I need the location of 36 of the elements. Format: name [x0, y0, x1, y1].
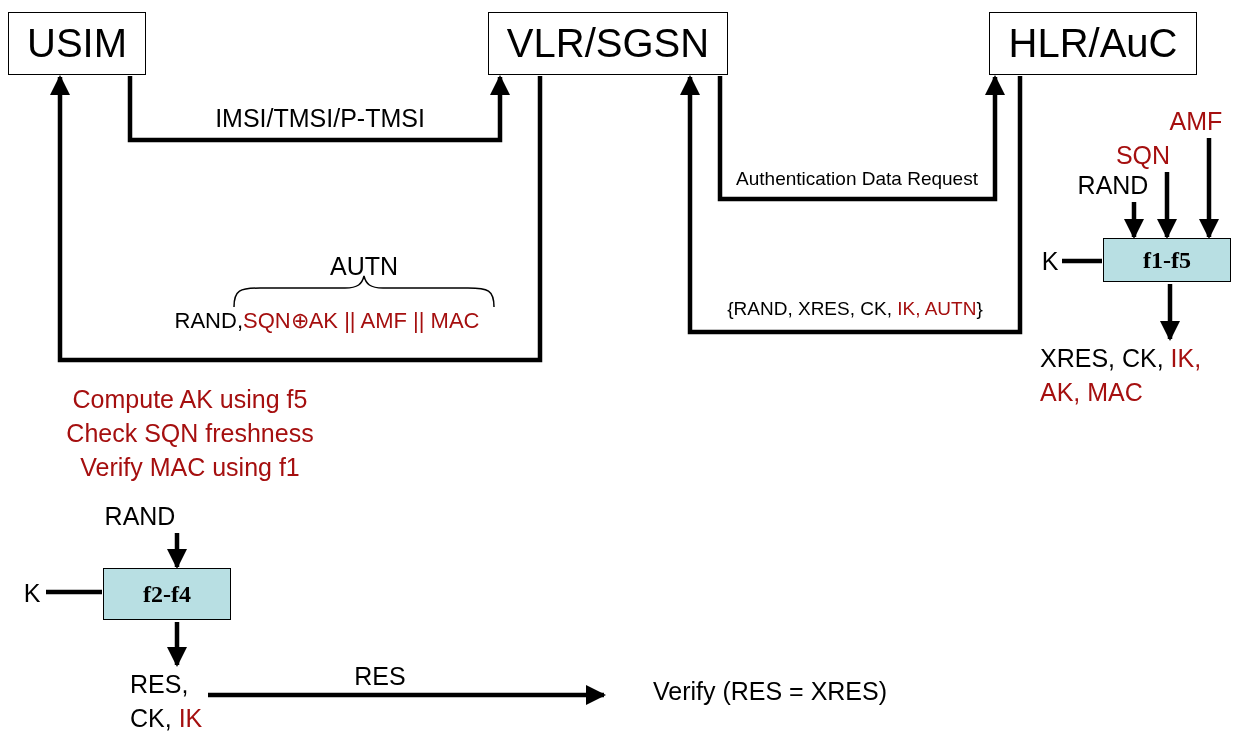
arrow [1198, 138, 1220, 240]
edge-label: IMSI/TMSI/P-TMSI [215, 104, 425, 133]
arrow [717, 74, 1006, 202]
function-box: f1-f5 [1103, 238, 1231, 282]
edge-label: RAND,SQN⊕AK || AMF || MAC [174, 308, 480, 334]
edge-label: RES [354, 662, 406, 691]
text-label: RES, CK, IK [130, 666, 208, 736]
text-label: K [1038, 246, 1062, 276]
arrow [208, 684, 607, 706]
function-box: f2-f4 [103, 568, 231, 620]
arrow [166, 533, 188, 570]
text-label: XRES, CK, IK, AK, MAC [1040, 340, 1240, 410]
text-label: K [18, 578, 46, 608]
entity-box: HLR/AuC [989, 12, 1197, 75]
edge-label: Authentication Data Request [736, 168, 978, 190]
arrow [1123, 202, 1145, 240]
connector-line [1062, 258, 1102, 264]
text-label: AMF [1165, 106, 1227, 136]
edge-label: {RAND, XRES, CK, IK, AUTN} [727, 298, 983, 320]
arrow [49, 74, 543, 363]
arrow [127, 74, 511, 143]
text-label: SQN [1112, 140, 1174, 170]
note-text: Verify MAC using f1 [80, 453, 300, 482]
entity-box: USIM [8, 12, 146, 75]
note-text: Check SQN freshness [66, 419, 314, 448]
arrow [679, 74, 1023, 335]
text-label: RAND [95, 501, 185, 531]
arrow [166, 622, 188, 668]
note-text: Compute AK using f5 [72, 385, 308, 414]
connector-line [46, 589, 102, 595]
text-label: RAND [1070, 170, 1156, 200]
brace-label: AUTN [329, 252, 399, 281]
text-label: Verify (RES = XRES) [605, 676, 935, 706]
entity-box: VLR/SGSN [488, 12, 728, 75]
arrow [1156, 172, 1178, 240]
arrow [1159, 284, 1181, 342]
